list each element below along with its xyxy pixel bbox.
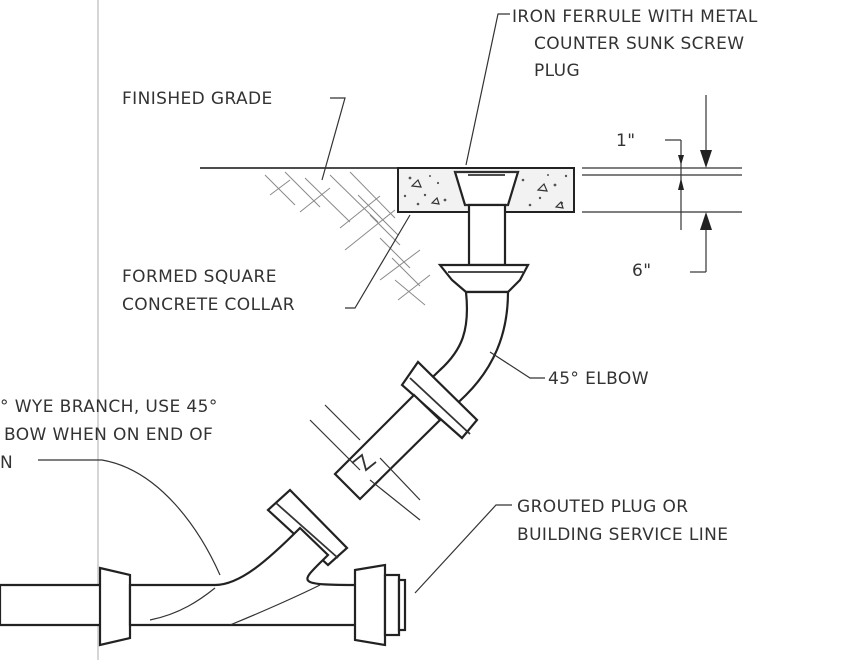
- ferrule-label-line2: COUNTER SUNK SCREW: [534, 34, 744, 54]
- recess-dimension-label: 1": [616, 131, 635, 151]
- ferrule-label-line1: IRON FERRULE WITH METAL: [512, 7, 758, 27]
- dimension-arrows: [678, 150, 712, 230]
- collar-depth-dimension-label: 6": [632, 261, 651, 281]
- elbow-label: 45° ELBOW: [548, 369, 649, 389]
- wye-label-line1: ° WYE BRANCH, USE 45°: [0, 397, 218, 417]
- diagonal-pipe: [266, 393, 442, 567]
- grouted-label-line1: GROUTED PLUG OR: [517, 497, 689, 517]
- collar-label-line1: FORMED SQUARE: [122, 267, 277, 287]
- earth-hatch: [264, 171, 431, 306]
- wye-label-line2: BOW WHEN ON END OF: [4, 425, 213, 445]
- elbow-pipe: [400, 290, 510, 440]
- main-sewer-pipe: [0, 526, 407, 647]
- wye-label-line3: N: [0, 453, 13, 473]
- riser-pipe: [437, 203, 530, 294]
- dimension-marks: [582, 95, 742, 273]
- leader-lines: [38, 13, 545, 594]
- iron-ferrule: [453, 170, 520, 207]
- ferrule-label-line3: PLUG: [534, 61, 580, 81]
- finished-grade-label: FINISHED GRADE: [122, 89, 273, 109]
- grouted-label-line2: BUILDING SERVICE LINE: [517, 525, 728, 545]
- collar-label-line2: CONCRETE COLLAR: [122, 295, 295, 315]
